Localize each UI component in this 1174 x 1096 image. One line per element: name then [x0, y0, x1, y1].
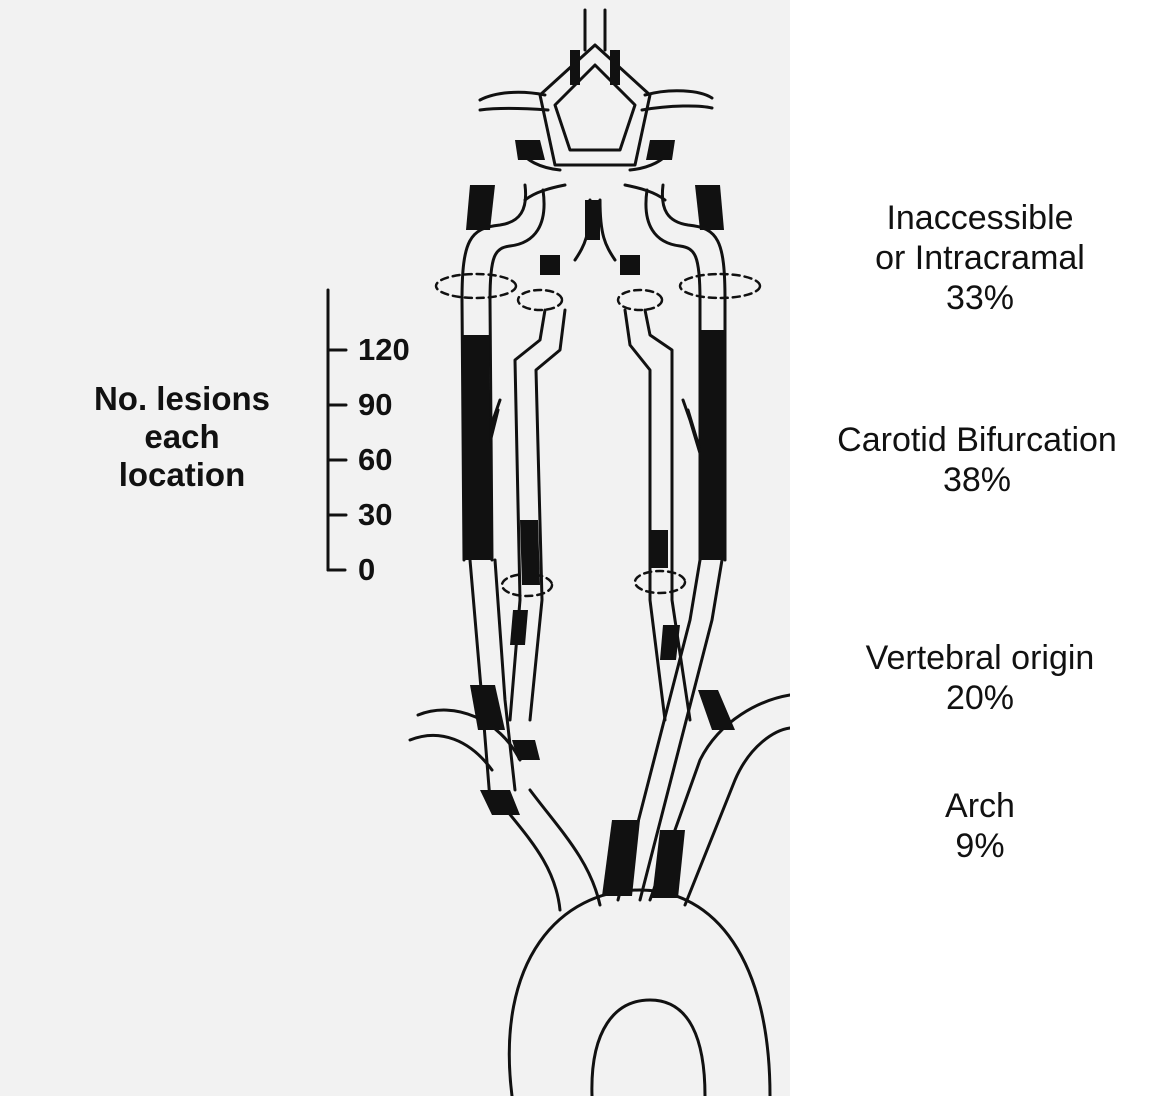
lesion-count-scale-axis	[328, 290, 346, 570]
location-label-intracranial: Inaccessible or Intracramal 33%	[800, 198, 1160, 318]
location-label-line: 20%	[800, 678, 1160, 718]
lesion-bars	[463, 50, 735, 898]
location-label-vertebral-origin: Vertebral origin 20%	[800, 638, 1160, 718]
figure-panel: No. lesions each location 120 90 60 30 0	[0, 0, 790, 1096]
left-vertebral-artery	[625, 310, 690, 720]
location-label-line: Inaccessible	[800, 198, 1160, 238]
location-label-line: 38%	[782, 460, 1172, 500]
scale-title: No. lesions each location	[52, 380, 312, 494]
scale-tick-label: 90	[358, 389, 392, 421]
location-label-arch: Arch 9%	[800, 786, 1160, 866]
right-common-carotid	[470, 560, 515, 800]
scale-tick-label: 0	[358, 554, 375, 586]
location-label-line: 33%	[800, 278, 1160, 318]
location-label-line: Carotid Bifurcation	[782, 420, 1172, 460]
location-label-line: 9%	[800, 826, 1160, 866]
scale-tick-label: 60	[358, 444, 392, 476]
circle-of-willis	[480, 10, 712, 200]
arterial-diagram	[0, 0, 790, 1096]
scale-title-line: No. lesions	[52, 380, 312, 418]
aortic-arch	[509, 890, 770, 1096]
scale-title-line: each	[52, 418, 312, 456]
location-label-line: Arch	[800, 786, 1160, 826]
scale-tick-label: 120	[358, 334, 410, 366]
scale-tick-label: 30	[358, 499, 392, 531]
location-label-line: Vertebral origin	[800, 638, 1160, 678]
location-label-line: or Intracramal	[800, 238, 1160, 278]
right-vertebral-artery	[510, 310, 565, 720]
scale-title-line: location	[52, 456, 312, 494]
location-label-carotid-bifurcation: Carotid Bifurcation 38%	[782, 420, 1172, 500]
